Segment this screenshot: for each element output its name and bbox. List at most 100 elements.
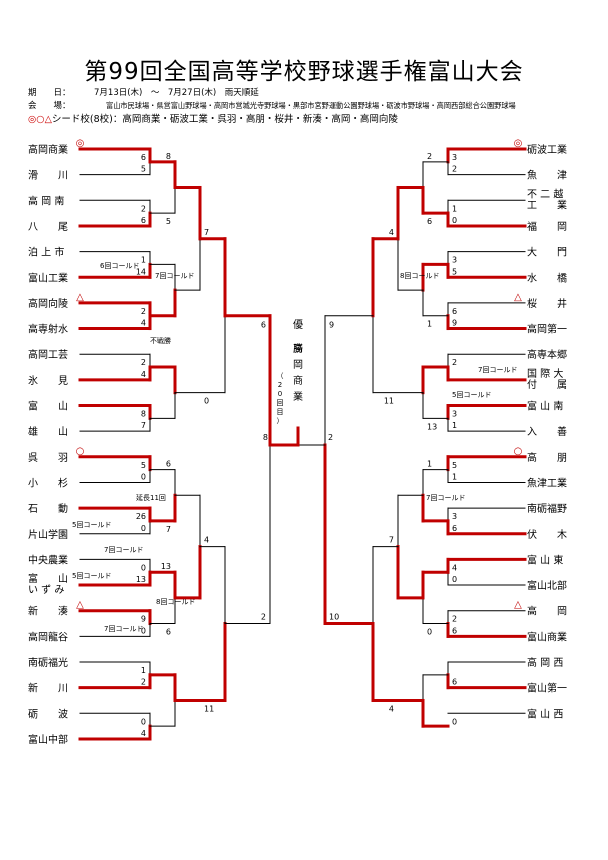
score-label: 7 (389, 536, 394, 545)
score-label: 2 (328, 433, 333, 442)
seed-mark: △ (76, 600, 84, 611)
seed-mark: △ (514, 292, 522, 303)
team-name: 富 山 西 (527, 707, 563, 720)
team-name: 砺 波 (28, 707, 68, 720)
score-label: 9 (329, 321, 334, 330)
team-name: 富 山 (28, 400, 68, 413)
score-label: 14 (136, 267, 146, 276)
score-label: 2 (141, 358, 146, 367)
team-name: 高岡工芸 (28, 348, 68, 361)
team-name: 水 橋 (527, 271, 567, 284)
score-label: 1 (452, 421, 457, 430)
score-label: 3 (452, 410, 457, 419)
champion-label: 勝 (293, 342, 303, 355)
schedule-row: 期 日：7月13日(木) ～ 7月27日(木) 雨天順延 (28, 86, 259, 98)
team-name: い ず み (28, 584, 64, 596)
seed-mark: △ (514, 600, 522, 611)
score-label: 5 (166, 217, 171, 226)
score-label: 9 (141, 615, 146, 624)
team-name: 高岡龍谷 (28, 630, 68, 643)
team-name: 入 善 (527, 425, 567, 438)
score-label: 11 (384, 397, 394, 406)
team-name: 雄 山 (28, 425, 68, 438)
score-label: 4 (141, 319, 146, 328)
team-name: 富 山 (28, 572, 68, 585)
score-label: 2 (261, 613, 266, 622)
score-label: 0 (452, 717, 457, 726)
score-label: 9 (452, 319, 457, 328)
seed-row: ◎○△シード校(8校)：高岡商業・砺波工業・呉羽・高朋・桜井・新湊・高岡・高岡向… (28, 111, 398, 125)
seed-mark: ◎ (76, 138, 85, 149)
note-label: 8回コールド (400, 272, 439, 280)
team-name: 南砺福光 (28, 656, 68, 669)
score-label: 0 (427, 628, 432, 637)
team-name: 小 杉 (28, 476, 68, 489)
team-name: 新 川 (28, 682, 68, 695)
schedule-value: 7月13日(木) ～ 7月27日(木) 雨天順延 (94, 88, 259, 98)
score-label: 1 (141, 256, 146, 265)
score-label: 5 (141, 165, 146, 174)
team-name: 富 山 南 (527, 400, 563, 413)
team-name: 高 岡 南 (28, 194, 64, 207)
score-label: 6 (141, 153, 146, 162)
score-label: 13 (161, 562, 171, 571)
score-label: 0 (141, 524, 146, 533)
venue-value: 富山市民球場・県営富山野球場・高岡市営城光寺野球場・黒部市宮野運動公園野球場・砺… (106, 101, 516, 110)
score-label: 2 (452, 165, 457, 174)
team-name: 桜 井 (527, 297, 567, 310)
team-name: 呉 羽 (28, 452, 68, 464)
seed-mark: △ (76, 292, 84, 303)
team-name: 高 岡 西 (527, 656, 563, 669)
team-name: 新 湊 (28, 605, 68, 618)
score-label: 8 (263, 433, 268, 442)
venue-row: 会 場：富山市民球場・県営富山野球場・高岡市営城光寺野球場・黒部市宮野運動公園野… (28, 99, 516, 111)
score-label: 0 (452, 575, 457, 584)
note-label: 延長11回 (136, 493, 166, 502)
score-label: 5 (452, 461, 457, 470)
team-name: 魚津工業 (527, 476, 567, 489)
team-name: 福 岡 (527, 220, 567, 233)
score-label: 26 (136, 512, 146, 521)
score-label: 4 (141, 729, 146, 738)
note-label: 5回コールド (72, 572, 111, 580)
score-label: 2 (452, 358, 457, 367)
score-label: 6 (166, 460, 171, 469)
note-label: 7回コールド (104, 625, 143, 633)
score-label: 1 (452, 472, 457, 481)
score-label: 0 (452, 216, 457, 225)
champion-count: ） (277, 417, 284, 425)
champion-count: 2 (278, 381, 282, 389)
score-label: 6 (452, 307, 457, 316)
team-name: 富山工業 (28, 271, 68, 284)
team-name: 中央農業 (28, 553, 68, 566)
note-label: 7回コールド (478, 366, 517, 374)
team-name: 付 属 (527, 378, 567, 391)
team-name: 高 朋 (527, 451, 567, 464)
champion-count: 目 (277, 408, 284, 416)
score-label: 0 (141, 626, 146, 635)
team-name: 片山学園 (28, 528, 68, 541)
score-label: 7 (166, 525, 171, 534)
score-label: 5 (452, 267, 457, 276)
seed-text: シード校(8校)：高岡商業・砺波工業・呉羽・高朋・桜井・新湊・高岡・高岡向陵 (51, 114, 398, 125)
team-name: 魚 津 (527, 169, 567, 182)
score-label: 6 (141, 216, 146, 225)
score-label: 11 (204, 704, 214, 713)
team-name: 富山北部 (527, 579, 567, 592)
score-label: 6 (452, 678, 457, 687)
champion-count: 0 (278, 390, 282, 398)
team-name: 富山第一 (527, 682, 567, 695)
team-name: 不 二 越 (527, 187, 563, 200)
team-name: 富山中部 (28, 733, 68, 746)
team-name: 南砺福野 (527, 502, 567, 515)
score-label: 6 (427, 217, 432, 226)
score-label: 13 (136, 575, 146, 584)
team-name: 高岡向陵 (28, 297, 68, 310)
note-label: 8回コールド (156, 598, 195, 606)
team-name: 高専本郷 (527, 348, 567, 361)
score-label: 4 (141, 370, 146, 379)
score-label: 2 (141, 678, 146, 687)
score-label: 4 (389, 228, 394, 237)
score-label: 0 (141, 717, 146, 726)
